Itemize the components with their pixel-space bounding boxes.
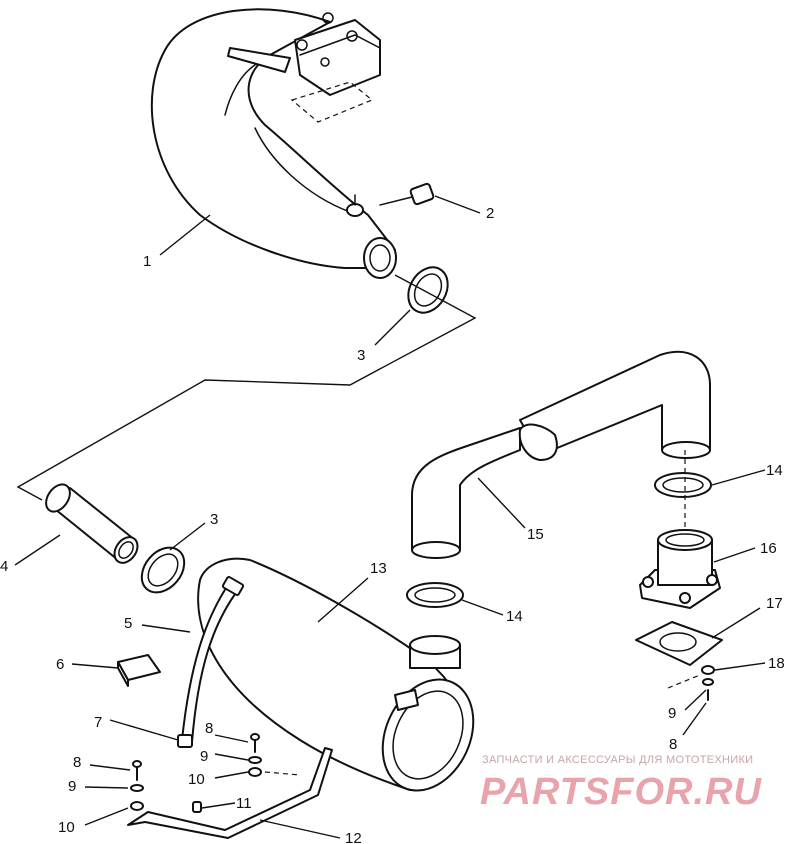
buckle-part-7[interactable]	[177, 734, 193, 748]
callout-2: 2	[486, 205, 494, 222]
bracket-part-12[interactable]	[127, 747, 333, 839]
callout-13: 13	[370, 560, 387, 577]
assembly-path-upper	[16, 274, 477, 501]
callout-7: 7	[94, 714, 102, 731]
clamp-part-14-right[interactable]	[654, 472, 712, 498]
tailpipe-part-15[interactable]	[411, 350, 711, 559]
leader-lines	[14, 195, 766, 839]
callout-14-left: 14	[506, 608, 523, 625]
callout-9-left: 9	[68, 778, 76, 795]
callout-17: 17	[766, 595, 783, 612]
watermark-brand: PARTSFOR.RU	[480, 771, 762, 813]
watermark: ЗАПЧАСТИ И АКСЕССУАРЫ ДЛЯ МОТОТЕХНИКИ PA…	[480, 754, 762, 813]
manifold-flange	[227, 12, 381, 123]
hardware-middle[interactable]	[248, 733, 262, 777]
callout-18: 18	[768, 655, 785, 672]
clamp-part-3-top[interactable]	[400, 260, 455, 320]
bolt-part-11[interactable]	[192, 801, 202, 813]
callout-4: 4	[0, 558, 8, 575]
gasket-part-17[interactable]	[635, 621, 723, 666]
watermark-subtitle: ЗАПЧАСТИ И АКСЕССУАРЫ ДЛЯ МОТОТЕХНИКИ	[482, 754, 753, 766]
callout-10-left: 10	[58, 819, 75, 836]
callout-8-right: 8	[669, 736, 677, 753]
callout-9-middle: 9	[200, 748, 208, 765]
callout-5: 5	[124, 615, 132, 632]
callout-11: 11	[236, 795, 252, 812]
exhaust-pipe-part-1[interactable]	[150, 8, 397, 279]
callout-12: 12	[345, 830, 362, 844]
outlet-flange-part-16[interactable]	[639, 529, 721, 609]
callout-14-right: 14	[766, 462, 783, 479]
callout-3-lower: 3	[210, 511, 218, 528]
callout-9-right: 9	[668, 705, 676, 722]
muffler-part-13[interactable]	[197, 557, 490, 806]
callout-10-middle: 10	[188, 771, 205, 788]
callout-8-left: 8	[73, 754, 81, 771]
coupler-pipe-part-4[interactable]	[41, 480, 142, 567]
callout-labels: 1 2 3 3 4 5 6 7 8 8 8 9 9 9 10 10 11 12 …	[0, 205, 785, 844]
callout-3-top: 3	[357, 347, 365, 364]
callout-15: 15	[527, 526, 544, 543]
callout-1: 1	[143, 253, 151, 270]
clamp-part-14-left[interactable]	[406, 582, 464, 608]
clamp-part-3-lower[interactable]	[133, 539, 193, 600]
callout-6: 6	[56, 656, 64, 673]
hardware-right[interactable]	[667, 665, 715, 701]
pad-part-6[interactable]	[117, 654, 161, 687]
fitting-part-2[interactable]	[379, 182, 435, 206]
hardware-left[interactable]	[130, 760, 144, 811]
callout-8-middle: 8	[205, 720, 213, 737]
callout-16: 16	[760, 540, 777, 557]
